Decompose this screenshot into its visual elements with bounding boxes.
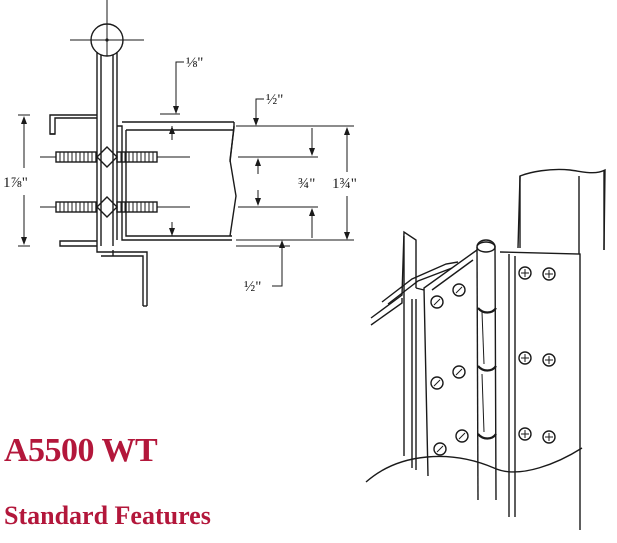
dim-label-top-gap: ⅛" <box>186 55 203 71</box>
hinge-section-view: ⅛" ½" 1⅞" ¾" 1¾" ½" <box>3 0 357 307</box>
dim-label-bottom: ½" <box>244 279 261 295</box>
screw-upper <box>40 146 158 168</box>
dim-label-right: 1¾" <box>332 176 357 192</box>
screw-heads-frame-leaf <box>430 283 469 456</box>
dim-label-left: 1⅞" <box>3 175 28 191</box>
screw-heads-door-leaf <box>518 266 556 444</box>
dim-label-mid: ¾" <box>298 176 315 192</box>
screw-lower <box>40 196 158 218</box>
product-model-heading: A5500 WT <box>4 432 158 469</box>
dim-label-top-right: ½" <box>266 92 283 108</box>
hinge-perspective-view <box>365 168 606 530</box>
standard-features-heading: Standard Features <box>4 501 211 530</box>
